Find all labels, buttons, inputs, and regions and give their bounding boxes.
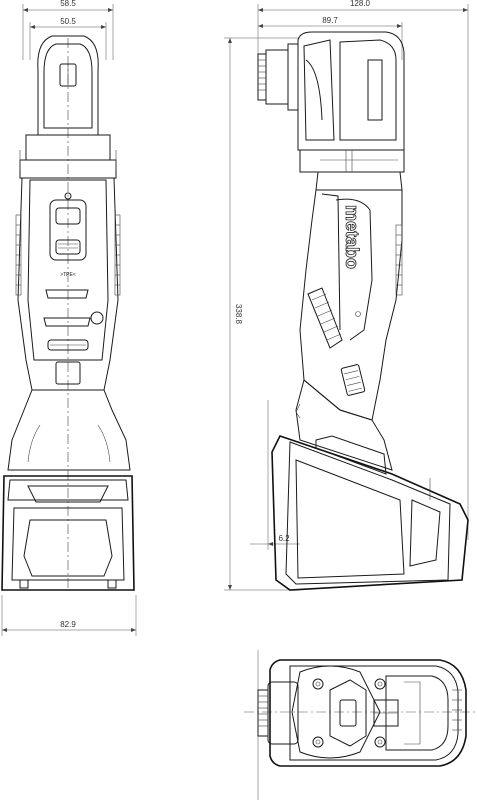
dim-side-offset: 6.2 <box>278 534 290 543</box>
dim-side-head-width: 89.7 <box>322 16 338 25</box>
dim-side-height: 338.8 <box>234 304 243 325</box>
bottom-view <box>244 650 476 800</box>
front-view: >TPE< <box>1 35 135 591</box>
front-battery <box>1 475 135 591</box>
side-switch <box>340 364 366 396</box>
dim-front-inner-width: 50.5 <box>60 17 76 26</box>
side-dimensions: 128.0 89.7 338.8 6.2 <box>224 0 469 591</box>
front-dimensions: 58.5 50.5 82.9 <box>1 0 137 636</box>
side-vent <box>307 287 343 349</box>
side-battery <box>271 435 469 591</box>
front-speed-switch <box>49 199 87 261</box>
dim-side-total-width: 128.0 <box>350 0 371 8</box>
dim-front-top-width: 58.5 <box>60 0 76 8</box>
type-mark: >TPE< <box>60 272 76 278</box>
dim-front-bottom-width: 82.9 <box>60 620 76 629</box>
side-spindle <box>257 53 267 101</box>
side-view: metabo <box>257 31 469 591</box>
brand-logo: metabo <box>342 205 362 269</box>
